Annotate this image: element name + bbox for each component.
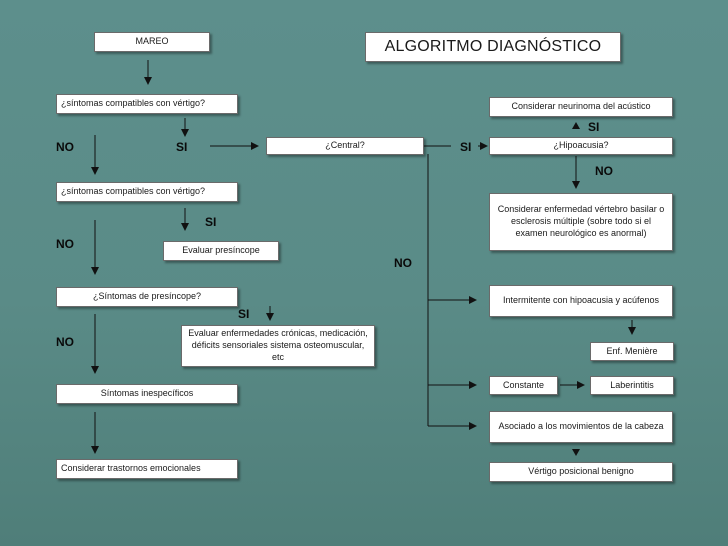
- node-vertigo-posicional: Vértigo posicional benigno: [489, 462, 673, 482]
- node-trastornos-emocionales: Considerar trastornos emocionales: [56, 459, 238, 479]
- label-si-central: SI: [460, 140, 472, 154]
- label-si-3: SI: [238, 307, 250, 321]
- node-sintomas-vertigo-1: ¿síntomas compatibles con vértigo?: [56, 94, 238, 114]
- node-evaluar-enfermedades: Evaluar enfermedades crónicas, medicació…: [181, 325, 375, 367]
- label-no-3: NO: [56, 335, 74, 349]
- node-hipoacusia: ¿Hipoacusia?: [489, 137, 673, 155]
- label-no-1: NO: [56, 140, 74, 154]
- node-neurinoma: Considerar neurinoma del acústico: [489, 97, 673, 117]
- label-no-central: NO: [394, 256, 412, 270]
- arrowhead-down-vertigo-posicional: [572, 449, 580, 456]
- label-si-neurinoma: SI: [588, 120, 600, 134]
- label-si-2: SI: [205, 215, 217, 229]
- node-sintomas-inespecificos: Síntomas inespecíficos: [56, 384, 238, 404]
- node-mareo: MAREO: [94, 32, 210, 52]
- node-constante: Constante: [489, 376, 558, 395]
- node-vertebro-basilar: Considerar enfermedad vértebro basilar o…: [489, 193, 673, 251]
- node-sintomas-vertigo-2: ¿síntomas compatibles con vértigo?: [56, 182, 238, 202]
- node-sintomas-presincope: ¿Síntomas de presíncope?: [56, 287, 238, 307]
- node-asociado-movimientos: Asociado a los movimientos de la cabeza: [489, 411, 673, 443]
- node-central: ¿Central?: [266, 137, 424, 155]
- label-si-1: SI: [176, 140, 188, 154]
- arrowhead-up-neurinoma: [572, 122, 580, 129]
- node-evaluar-presincope: Evaluar presíncope: [163, 241, 279, 261]
- node-meniere: Enf. Menière: [590, 342, 674, 361]
- node-intermitente: Intermitente con hipoacusia y acúfenos: [489, 285, 673, 317]
- node-laberintitis: Laberintitis: [590, 376, 674, 395]
- label-no-hipoacusia: NO: [595, 164, 613, 178]
- label-no-2: NO: [56, 237, 74, 251]
- diagram-title: ALGORITMO DIAGNÓSTICO: [365, 32, 621, 62]
